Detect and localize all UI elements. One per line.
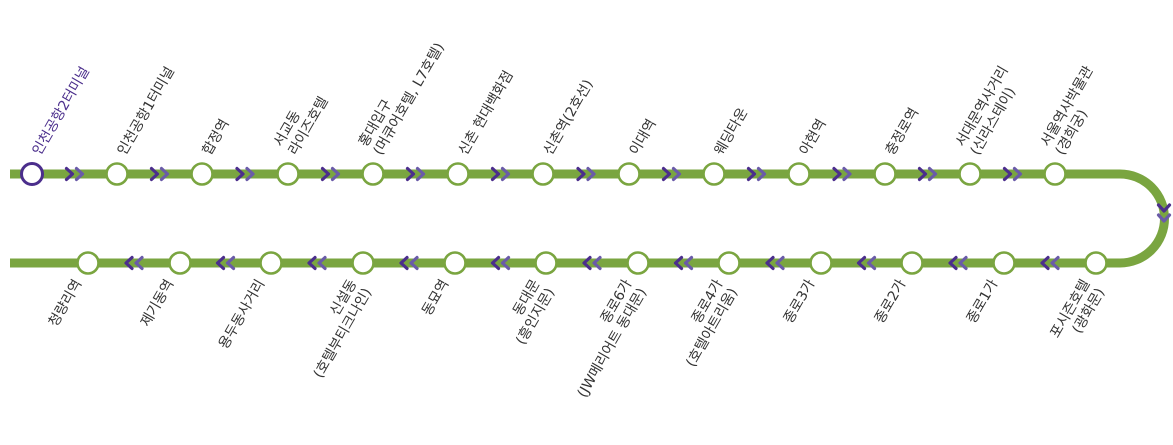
station-label: 아현역 bbox=[797, 117, 830, 158]
station-label-line: 제기동역 bbox=[138, 277, 178, 330]
station-label-line: 동묘역 bbox=[419, 277, 452, 318]
outbound-direction-icon bbox=[64, 166, 85, 182]
station-label: 홍대입구(머큐어호텔, L7호텔) bbox=[356, 32, 448, 158]
station-marker bbox=[1084, 251, 1108, 275]
return-direction-icon bbox=[307, 255, 327, 271]
station-label-line: 용두동사거리 bbox=[216, 277, 268, 352]
outbound-direction-icon bbox=[405, 166, 426, 182]
station-marker bbox=[809, 251, 833, 275]
station-marker bbox=[443, 251, 467, 275]
station-label: 인천공항1터미널 bbox=[115, 64, 178, 158]
station-label-line: 청량리역 bbox=[46, 277, 86, 330]
station-label: 서울역사박물관(경희궁) bbox=[1038, 63, 1112, 158]
station-label-line: 웨딩타운 bbox=[712, 105, 752, 158]
station-marker bbox=[76, 251, 100, 275]
return-direction-icon bbox=[673, 255, 694, 271]
station-label: 합정역 bbox=[200, 117, 233, 158]
turnaround-direction-icon bbox=[1156, 203, 1172, 223]
station-label: 서대문역사거리(신라스테이) bbox=[953, 63, 1027, 158]
station-marker bbox=[531, 162, 555, 186]
station-marker bbox=[900, 251, 924, 275]
station-label: 신촌역(2호선) bbox=[541, 77, 597, 158]
return-direction-icon bbox=[856, 255, 877, 271]
outbound-direction-icon bbox=[917, 166, 938, 182]
station-marker bbox=[190, 162, 214, 186]
station-marker bbox=[259, 251, 283, 275]
station-label: 신설동(호텔부티크나인) bbox=[296, 277, 375, 381]
station-label: 이대역 bbox=[627, 117, 660, 158]
station-marker bbox=[351, 251, 375, 275]
route-line-path bbox=[10, 169, 1169, 268]
station-marker bbox=[873, 162, 897, 186]
station-label-line: 아현역 bbox=[797, 117, 830, 158]
station-label-line: 신촌 현대백화점 bbox=[456, 68, 517, 158]
return-direction-icon bbox=[765, 255, 785, 271]
station-marker bbox=[446, 162, 470, 186]
station-marker bbox=[105, 162, 129, 186]
outbound-direction-icon bbox=[1002, 166, 1023, 182]
station-label: 동묘역 bbox=[419, 277, 452, 318]
station-label-line: 이대역 bbox=[627, 117, 660, 158]
station-label: 청량리역 bbox=[46, 277, 86, 330]
station-label: 용두동사거리 bbox=[216, 277, 268, 352]
outbound-direction-icon bbox=[832, 166, 852, 182]
station-marker bbox=[168, 251, 192, 275]
station-label-line: 신촌역(2호선) bbox=[541, 77, 597, 158]
return-direction-icon bbox=[582, 255, 602, 271]
station-label: 웨딩타운 bbox=[712, 105, 752, 158]
station-label: 종로1가 bbox=[964, 277, 1002, 326]
return-direction-icon bbox=[124, 255, 144, 271]
station-marker bbox=[626, 251, 650, 275]
outbound-direction-icon bbox=[576, 166, 596, 182]
outbound-direction-icon bbox=[320, 166, 341, 182]
station-marker bbox=[617, 162, 641, 186]
station-marker bbox=[361, 162, 385, 186]
return-direction-icon bbox=[215, 255, 236, 271]
station-label-line: 합정역 bbox=[200, 117, 233, 158]
station-label-line: 종로1가 bbox=[964, 277, 1002, 326]
station-label: 종로3가 bbox=[781, 277, 819, 326]
return-direction-icon bbox=[399, 255, 419, 271]
stations bbox=[20, 162, 1108, 275]
station-marker bbox=[787, 162, 811, 186]
station-marker bbox=[992, 251, 1016, 275]
station-label-line: 종로3가 bbox=[781, 277, 819, 326]
return-direction-icon bbox=[490, 255, 511, 271]
station-marker bbox=[717, 251, 741, 275]
station-label: 동대문(흥인지문) bbox=[498, 277, 558, 348]
outbound-direction-icon bbox=[746, 166, 767, 182]
station-label: 신촌 현대백화점 bbox=[456, 68, 517, 158]
station-label: 종로2가 bbox=[872, 277, 910, 326]
station-label-line: 인천공항2터미널 bbox=[30, 64, 93, 158]
station-marker bbox=[276, 162, 300, 186]
station-marker bbox=[1043, 162, 1067, 186]
station-label: 충정로역 bbox=[883, 105, 923, 158]
outbound-direction-icon bbox=[490, 166, 511, 182]
direction-arrows bbox=[64, 166, 1172, 271]
return-direction-icon bbox=[948, 255, 968, 271]
station-marker bbox=[702, 162, 726, 186]
outbound-direction-icon bbox=[661, 166, 682, 182]
route-line bbox=[10, 169, 1169, 268]
station-marker bbox=[958, 162, 982, 186]
station-label-line: 인천공항1터미널 bbox=[115, 64, 178, 158]
station-label: 인천공항2터미널 bbox=[30, 64, 93, 158]
station-label: 종로4가(호텔아트리움) bbox=[668, 277, 741, 370]
outbound-direction-icon bbox=[149, 166, 170, 182]
station-label-line: 종로2가 bbox=[872, 277, 910, 326]
return-direction-icon bbox=[1040, 255, 1060, 271]
station-label: 포시즌호텔(광화문) bbox=[1047, 277, 1108, 349]
outbound-direction-icon bbox=[235, 166, 255, 182]
station-marker bbox=[534, 251, 558, 275]
station-label: 제기동역 bbox=[138, 277, 178, 330]
station-label-line: 충정로역 bbox=[883, 105, 923, 158]
origin-station-marker bbox=[20, 162, 44, 186]
station-label: 서교동라이즈호텔 bbox=[271, 86, 332, 158]
station-label: 종로6가(JW메리어트 동대문) bbox=[560, 277, 650, 401]
